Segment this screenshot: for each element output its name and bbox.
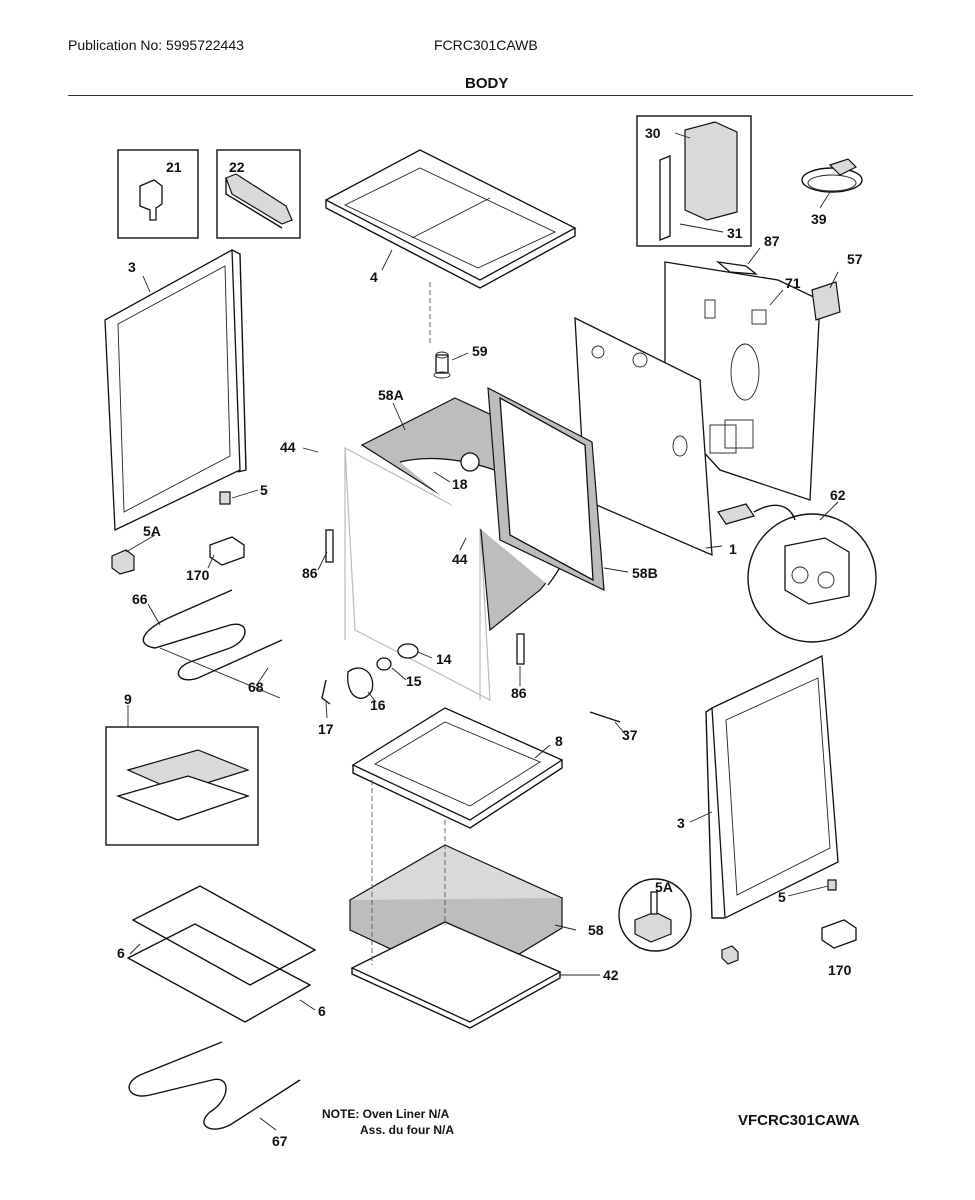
leveling-leg-left: [111, 549, 135, 575]
label-17: 17: [318, 721, 334, 737]
leader-lines: [125, 132, 839, 1131]
oven-lamp-parts: [321, 643, 419, 705]
label-21: 21: [166, 159, 182, 175]
label-59: 59: [472, 343, 488, 359]
label-71: 71: [785, 275, 801, 291]
header-divider: [68, 95, 913, 96]
inset-box-22: [216, 149, 301, 239]
oven-racks: [126, 885, 317, 1023]
label-42: 42: [603, 967, 619, 983]
label-6-upper: 6: [117, 945, 125, 961]
label-58B: 58B: [632, 565, 658, 581]
label-39: 39: [811, 211, 827, 227]
label-86-right: 86: [511, 685, 527, 701]
diagram-code: VFCRC301CAWA: [738, 1112, 860, 1129]
leveling-leg-detail: [618, 878, 692, 952]
drawer-top-panel: [351, 707, 564, 829]
sensor: [589, 711, 621, 723]
screw-right: [827, 879, 837, 891]
roller: [433, 351, 451, 379]
section-title: BODY: [465, 75, 509, 92]
label-62: 62: [830, 487, 846, 503]
label-44-mid: 44: [452, 551, 468, 567]
label-14: 14: [436, 651, 452, 667]
publication-number: Publication No: 5995722443: [68, 37, 244, 53]
label-16: 16: [370, 697, 386, 713]
label-67: 67: [272, 1133, 288, 1149]
hinge-receptacle-right: [516, 633, 525, 665]
label-22: 22: [229, 159, 245, 175]
label-3-right: 3: [677, 815, 685, 831]
rear-insulation-panel: [487, 386, 605, 591]
label-31: 31: [727, 225, 743, 241]
label-37: 37: [622, 727, 638, 743]
side-panel-left: [104, 248, 247, 532]
label-58: 58: [588, 922, 604, 938]
label-66: 66: [132, 591, 148, 607]
model-number: FCRC301CAWB: [434, 37, 538, 53]
label-68: 68: [248, 679, 264, 695]
top-panel: [324, 149, 577, 345]
label-15: 15: [406, 673, 422, 689]
inset-box-30-31: [636, 115, 752, 247]
inset-box-21: [117, 149, 199, 239]
hinge-receptacle-left: [325, 529, 334, 563]
broil-element: [128, 1041, 301, 1130]
label-18: 18: [452, 476, 468, 492]
label-57: 57: [847, 251, 863, 267]
power-cord: [801, 158, 863, 193]
label-170-left: 170: [186, 567, 210, 583]
terminal-block: [717, 503, 877, 643]
leveler-bracket-right: [821, 919, 857, 949]
note-block: NOTE: Oven Liner N/A Ass. du four N/A: [322, 1106, 454, 1138]
label-30: 30: [645, 125, 661, 141]
label-6-lower: 6: [318, 1003, 326, 1019]
label-3-left: 3: [128, 259, 136, 275]
label-5-right: 5: [778, 889, 786, 905]
label-170-right: 170: [828, 962, 852, 978]
bracket-87: [715, 261, 759, 275]
label-5-left: 5: [260, 482, 268, 498]
label-87: 87: [764, 233, 780, 249]
note-line-2: Ass. du four N/A: [360, 1123, 455, 1137]
side-panel-right: [705, 655, 839, 920]
leveler-bracket-left: [209, 536, 245, 566]
label-4: 4: [370, 269, 378, 285]
label-9: 9: [124, 691, 132, 707]
oven-cavity: [344, 446, 491, 702]
screw-left: [219, 491, 231, 505]
label-5A-right: 5A: [655, 879, 673, 895]
bottom-panel: [350, 921, 562, 1029]
broiler-pan-box: [105, 726, 259, 846]
label-1: 1: [729, 541, 737, 557]
label-8: 8: [555, 733, 563, 749]
note-line-1: NOTE: Oven Liner N/A: [322, 1107, 450, 1121]
label-58A: 58A: [378, 387, 404, 403]
cover-plate: [811, 281, 841, 321]
label-44-top: 44: [280, 439, 296, 455]
bake-element: [142, 589, 283, 699]
label-5A-left: 5A: [143, 523, 161, 539]
leveling-leg-right: [721, 945, 739, 965]
label-86-left: 86: [302, 565, 318, 581]
